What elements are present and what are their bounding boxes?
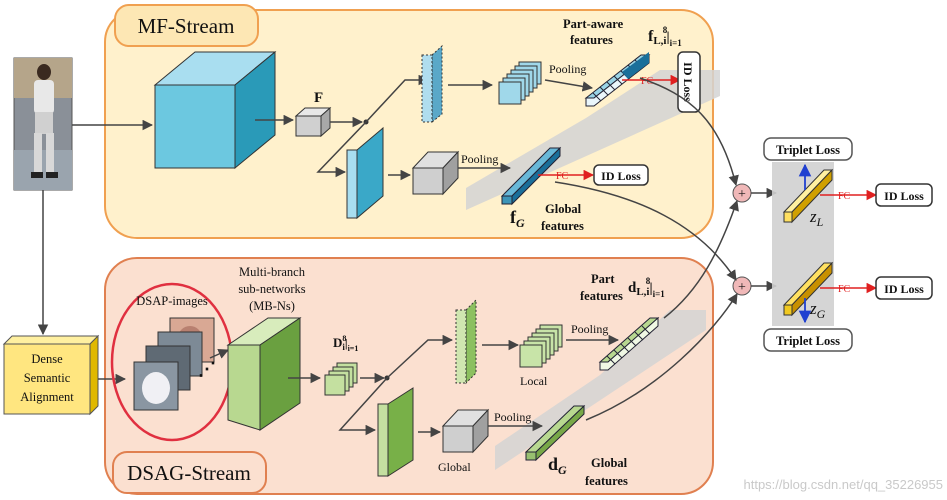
z-global-bar [782, 261, 834, 317]
part-aware-label-1: Part-aware [563, 17, 624, 31]
mf-id-loss-global-text: ID Loss [601, 169, 641, 183]
dsag-global-cube [441, 408, 490, 454]
dsag-part-label-1: Part [591, 272, 615, 286]
z-local-symbol: zL [809, 207, 824, 229]
global-feature-cube [411, 150, 460, 196]
watermark: https://blog.csdn.net/qq_35226955 [744, 477, 944, 492]
dsap-images-label: DSAP-images [136, 294, 208, 308]
z-global-symbol: zG [809, 299, 826, 321]
mf-fc-global-label: FC [556, 171, 569, 182]
mbn-label-1: Multi-branch [239, 265, 306, 279]
part-feature-maps-stack [498, 61, 542, 105]
dsag-projection-band [495, 310, 706, 470]
dsag-global-feature-vector [524, 404, 586, 462]
dsag-stream-title: DSAG-Stream [127, 461, 251, 485]
fusion-id-loss-global-text: ID Loss [884, 282, 924, 296]
triplet-loss-bottom-text: Triplet Loss [776, 334, 840, 348]
alignment-label: Alignment [20, 390, 74, 404]
mf-pooling-top-label: Pooling [549, 62, 586, 76]
dsag-part-label-2: features [580, 289, 623, 303]
part-aware-label-2: features [570, 33, 613, 47]
mf-id-loss-vertical-text: ID Loss [681, 62, 695, 102]
fusion-id-loss-global: ID Loss [875, 276, 933, 300]
d-global-symbol: dG [548, 454, 567, 477]
mbn-label-2: sub-networks [238, 282, 305, 296]
mf-fc-top-label: FC [641, 76, 654, 87]
dsap-ellipsis-dots: ⋰ [198, 359, 216, 379]
mf-global-label-1: Global [545, 202, 582, 216]
fusion-id-loss-local: ID Loss [875, 183, 933, 207]
dsag-local-maps-stack [519, 324, 563, 368]
f-local-symbol: fL,i|i=18 [648, 25, 682, 48]
mf-global-label-2: features [541, 219, 584, 233]
feature-map-f-label: F [314, 90, 323, 106]
feature-map-f-cube [294, 106, 332, 138]
svg-text:+: + [738, 280, 746, 295]
mf-id-loss-global: ID Loss [593, 164, 649, 186]
dense-label: Dense [31, 352, 63, 366]
global-branch-slab [346, 126, 384, 220]
dsag-stream-title-box: DSAG-Stream [112, 451, 267, 494]
dsag-pooling-bottom-label: Pooling [494, 410, 531, 424]
semantic-label: Semantic [24, 371, 71, 385]
mbn-network-block [226, 317, 302, 431]
fusion-plus-global: + [732, 276, 752, 296]
z-local-bar [782, 168, 834, 224]
input-person-image [13, 57, 73, 191]
backbone-cuboid [153, 50, 277, 170]
f-global-symbol: fG [510, 207, 525, 230]
triplet-loss-top: Triplet Loss [763, 137, 853, 161]
dsag-part-branch-slab [455, 298, 477, 385]
dsag-local-label: Local [520, 374, 548, 388]
d-feature-stack [324, 362, 358, 396]
dsag-global-branch-slab [377, 387, 414, 477]
dense-semantic-alignment-box: Dense Semantic Alignment [2, 334, 100, 416]
dsag-global-label: Global [438, 460, 471, 474]
triplet-loss-top-text: Triplet Loss [776, 143, 840, 157]
mf-stream-title: MF-Stream [138, 14, 235, 38]
dsap-image-stack [133, 317, 215, 411]
dsag-global-features-1: Global [591, 456, 628, 470]
svg-text:+: + [738, 187, 746, 202]
mbn-label-3: (MB-Ns) [249, 299, 295, 313]
dsag-pooling-top-label: Pooling [571, 322, 608, 336]
dsag-global-features-2: features [585, 474, 628, 488]
d-i-symbol: Di|i=18 [333, 334, 358, 353]
mf-id-loss-vertical: ID Loss [677, 51, 701, 113]
global-feature-vector [500, 146, 562, 206]
mf-stream-title-box: MF-Stream [114, 4, 259, 47]
part-branch-slab [421, 44, 443, 124]
mf-pooling-bottom-label: Pooling [461, 152, 498, 166]
triplet-loss-bottom: Triplet Loss [763, 328, 853, 352]
dsag-part-feature-vector [598, 316, 660, 371]
fusion-fc-global-label: FC [838, 284, 851, 295]
part-aware-feature-vector [584, 52, 651, 107]
d-local-symbol: dL,i|i=18 [628, 276, 665, 299]
fusion-fc-local-label: FC [838, 191, 851, 202]
fusion-plus-local: + [732, 183, 752, 203]
fusion-id-loss-local-text: ID Loss [884, 189, 924, 203]
